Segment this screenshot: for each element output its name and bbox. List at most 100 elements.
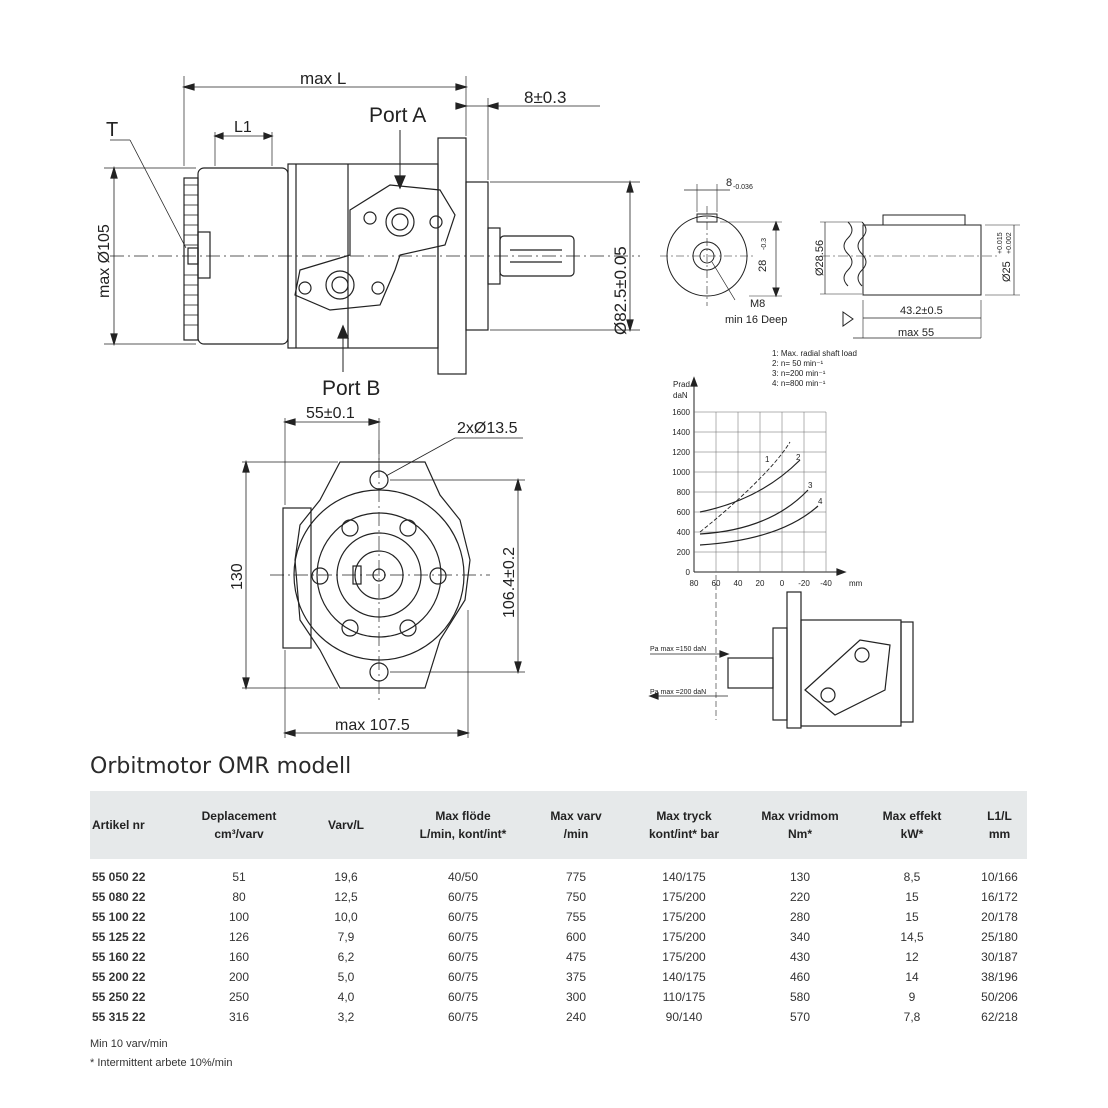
table-cell: 755 <box>565 910 587 924</box>
note-intermittent: * Intermittent arbete 10%/min <box>90 1057 233 1069</box>
header-varv: Varv/L <box>298 791 394 859</box>
table-cell: 4,0 <box>337 990 355 1004</box>
shaft-end-view <box>660 184 782 306</box>
graph-x-tick: -40 <box>820 579 832 588</box>
label-holes: 2xØ13.5 <box>457 420 518 437</box>
label-key-8: 8 <box>726 177 732 189</box>
table-cell: 55 100 22 <box>92 910 146 924</box>
table-cell: 340 <box>789 930 811 944</box>
table-cell: 5,0 <box>337 970 355 984</box>
label-106: 106.4±0.2 <box>501 547 518 618</box>
table-cell: 175/200 <box>662 890 706 904</box>
table-cell: 55 125 22 <box>92 930 146 944</box>
graph-y-tick: 800 <box>677 488 691 497</box>
table-cell: 50/206 <box>981 990 1018 1004</box>
graph-x-tick: 60 <box>712 579 721 588</box>
table-cell: 175/200 <box>662 930 706 944</box>
graph-x-tick: -20 <box>798 579 810 588</box>
label-d28-56: Ø28.56 <box>814 240 826 276</box>
label-55: 55±0.1 <box>306 405 355 422</box>
table-cell: 12,5 <box>334 890 358 904</box>
side-view <box>104 76 640 375</box>
label-43: 43.2±0.5 <box>900 305 943 317</box>
graph-y-tick: 1600 <box>672 408 690 417</box>
table-cell: 38/196 <box>981 970 1018 984</box>
table-cell: 60/75 <box>447 930 479 944</box>
table-cell: 130 <box>789 870 811 884</box>
table-cell: 375 <box>565 970 587 984</box>
label-28: 28 <box>757 260 769 272</box>
technical-drawing: max L 8±0.3 Port A Port B T L1 max Ø105 … <box>96 69 1020 738</box>
header-max-varv: Max varv/min <box>532 791 620 859</box>
table-cell: 20/178 <box>981 910 1018 924</box>
table-cell: 60/75 <box>447 890 479 904</box>
page-title: Orbitmotor OMR modell <box>90 754 352 779</box>
label-t: T <box>106 119 118 141</box>
table-cell: 220 <box>789 890 811 904</box>
table-cell: 750 <box>565 890 587 904</box>
table-cell: 140/175 <box>662 870 706 884</box>
header-artikel: Artikel nr <box>90 791 180 859</box>
legend-1: 1: Max. radial shaft load <box>772 349 857 358</box>
table-cell: 6,2 <box>337 950 355 964</box>
load-graph <box>648 376 914 729</box>
label-port-b: Port B <box>322 377 380 400</box>
table-cell: 175/200 <box>662 950 706 964</box>
label-d25-tol-bot: +0.002 <box>1006 232 1013 254</box>
table-cell: 12 <box>905 950 919 964</box>
graph-y-tick: 600 <box>677 508 691 517</box>
notes: Min 10 varv/min * Intermittent arbete 10… <box>90 1035 232 1073</box>
table-cell: 570 <box>789 1010 811 1024</box>
graph-pa-200: Pa max =200 daN <box>650 689 706 696</box>
curve-label: 3 <box>808 481 813 490</box>
table-cell: 25/180 <box>981 930 1018 944</box>
table-cell: 30/187 <box>981 950 1018 964</box>
table-cell: 200 <box>228 970 250 984</box>
table-cell: 3,2 <box>337 1010 355 1024</box>
table-cell: 316 <box>228 1010 250 1024</box>
table-cell: 51 <box>232 870 246 884</box>
table-cell: 100 <box>228 910 250 924</box>
curve-label: 1 <box>765 455 770 464</box>
table-cell: 19,6 <box>334 870 358 884</box>
table-cell: 7,9 <box>337 930 355 944</box>
table-cell: 775 <box>565 870 587 884</box>
graph-x-tick: 20 <box>756 579 765 588</box>
table-cell: 14 <box>905 970 919 984</box>
table-cell: 55 160 22 <box>92 950 146 964</box>
label-max-l: max L <box>300 69 346 88</box>
graph-y-tick: 1200 <box>672 448 690 457</box>
table-cell: 110/175 <box>662 990 706 1004</box>
table-cell: 60/75 <box>447 990 479 1004</box>
table-cell: 55 200 22 <box>92 970 146 984</box>
table-cell: 250 <box>228 990 250 1004</box>
label-l1: L1 <box>234 119 252 136</box>
graph-x-tick: 80 <box>690 579 699 588</box>
shaft-side-view <box>820 214 1020 339</box>
table-cell: 600 <box>565 930 587 944</box>
table-cell: 60/75 <box>447 1010 479 1024</box>
label-8: 8±0.3 <box>524 88 566 107</box>
label-key-tol: -0.036 <box>733 184 753 191</box>
graph-y-tick: 400 <box>677 528 691 537</box>
table-cell: 14,5 <box>900 930 924 944</box>
front-view <box>242 418 525 738</box>
table-cell: 460 <box>789 970 811 984</box>
legend-4: 4: n=800 min⁻¹ <box>772 379 826 388</box>
legend-3: 3: n=200 min⁻¹ <box>772 369 826 378</box>
curve-label: 4 <box>818 497 823 506</box>
graph-pa-150: Pa max =150 daN <box>650 646 706 653</box>
graph-y-unit: daN <box>673 391 688 400</box>
label-d82: Ø82.5±0.05 <box>611 246 630 335</box>
graph-y-tick: 200 <box>677 548 691 557</box>
table-cell: 300 <box>565 990 587 1004</box>
